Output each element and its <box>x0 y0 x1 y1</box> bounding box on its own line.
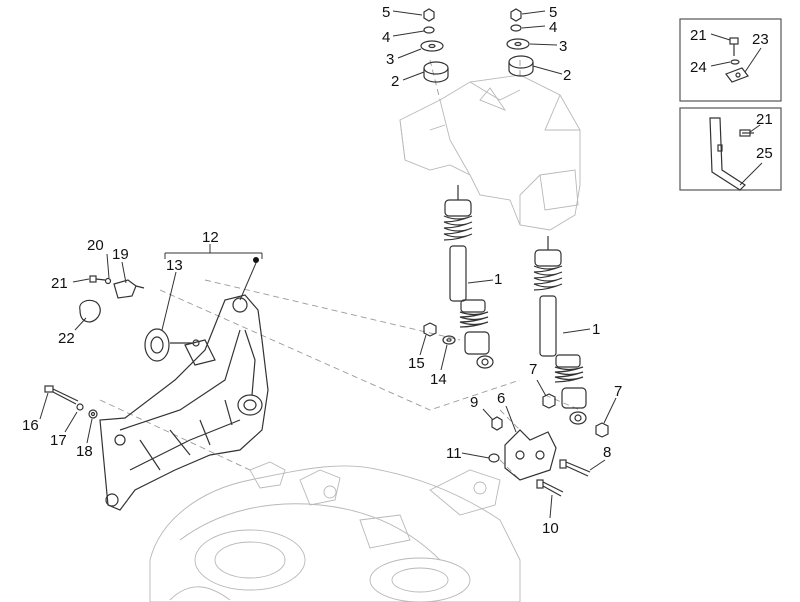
callout-22: 22 <box>58 330 75 347</box>
callout-3-left: 3 <box>386 51 394 68</box>
callout-12: 12 <box>202 229 219 246</box>
callout-1-left: 1 <box>494 271 502 288</box>
callout-19: 19 <box>112 246 129 263</box>
top-hardware-right <box>506 8 534 77</box>
callout-20: 20 <box>87 237 104 254</box>
nuts-7-9-11 <box>488 393 609 463</box>
inset-box-bottom <box>679 107 782 191</box>
top-hardware-left <box>420 8 449 83</box>
callout-6: 6 <box>497 390 505 407</box>
callout-9: 9 <box>470 394 478 411</box>
callout-18: 18 <box>76 443 93 460</box>
callout-21-left: 21 <box>51 275 68 292</box>
leader-lines <box>39 10 763 519</box>
callout-5-right: 5 <box>549 4 557 21</box>
callout-24: 24 <box>690 59 707 76</box>
callout-4-right: 4 <box>549 19 557 36</box>
washers-14-15 <box>423 322 456 345</box>
shock-absorber-right <box>533 236 587 425</box>
callout-13: 13 <box>166 257 183 274</box>
swing-arm-bracket <box>99 294 269 511</box>
callout-17: 17 <box>50 432 67 449</box>
callout-4-left: 4 <box>382 29 390 46</box>
callout-10: 10 <box>542 520 559 537</box>
callout-25: 25 <box>756 145 773 162</box>
callout-15: 15 <box>408 355 425 372</box>
callout-labels: 5 4 3 2 5 4 3 2 1 1 12 13 20 19 21 22 16… <box>22 4 773 537</box>
callout-11: 11 <box>446 445 462 462</box>
callout-14: 14 <box>430 371 447 388</box>
inset-box-top <box>679 18 782 102</box>
frame-mount-bracket <box>399 74 581 231</box>
sensor-assembly <box>79 275 145 323</box>
bearing-13 <box>144 328 200 362</box>
bolt-16-assembly <box>44 385 98 419</box>
callout-21-inset-top: 21 <box>690 27 707 44</box>
callout-2-left: 2 <box>391 73 399 90</box>
callout-2-right: 2 <box>563 67 571 84</box>
callout-8: 8 <box>603 444 611 461</box>
callout-1-right: 1 <box>592 321 600 338</box>
callout-dot <box>253 257 259 263</box>
mounting-plate-6 <box>504 429 557 481</box>
callout-7-right: 7 <box>614 383 622 400</box>
bolts-8-10 <box>536 459 591 497</box>
callout-21-inset-bottom: 21 <box>756 111 773 128</box>
callout-23: 23 <box>752 31 769 48</box>
callout-3-right: 3 <box>559 38 567 55</box>
engine-ghost <box>149 461 521 602</box>
callout-7-left: 7 <box>529 361 537 378</box>
shock-absorber-left <box>443 185 494 369</box>
callout-16: 16 <box>22 417 39 434</box>
callout-5-left: 5 <box>382 4 390 21</box>
